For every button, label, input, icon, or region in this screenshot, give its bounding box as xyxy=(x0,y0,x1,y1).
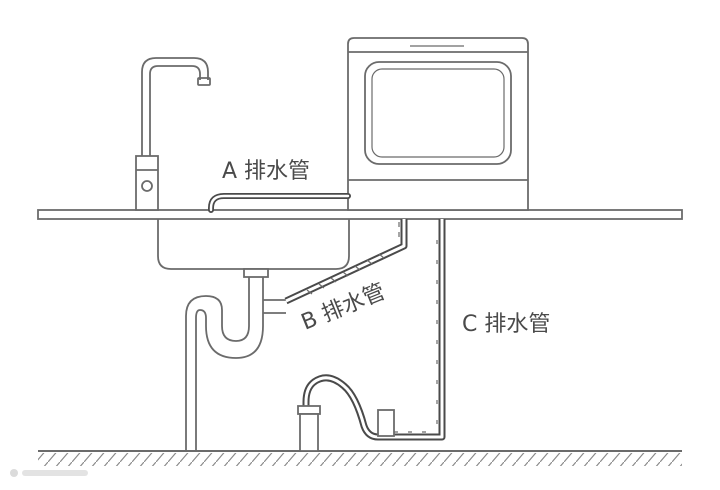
sink-basin xyxy=(157,219,350,270)
floor xyxy=(38,450,682,466)
label-hose-a: A 排水管 xyxy=(222,159,310,184)
drain-hose-a xyxy=(208,193,351,213)
countertop xyxy=(37,209,683,220)
label-hose-c: C 排水管 xyxy=(462,312,550,337)
standpipe xyxy=(377,409,395,437)
drain-hose-b xyxy=(284,219,408,305)
hose-b-flow-arrows xyxy=(306,253,385,295)
watermark xyxy=(10,469,88,477)
drain-hose-c xyxy=(302,219,446,441)
dishwasher xyxy=(347,37,529,211)
sink-drain-trap xyxy=(185,268,286,451)
faucet xyxy=(135,57,211,211)
floor-drain-pipe xyxy=(297,405,321,452)
